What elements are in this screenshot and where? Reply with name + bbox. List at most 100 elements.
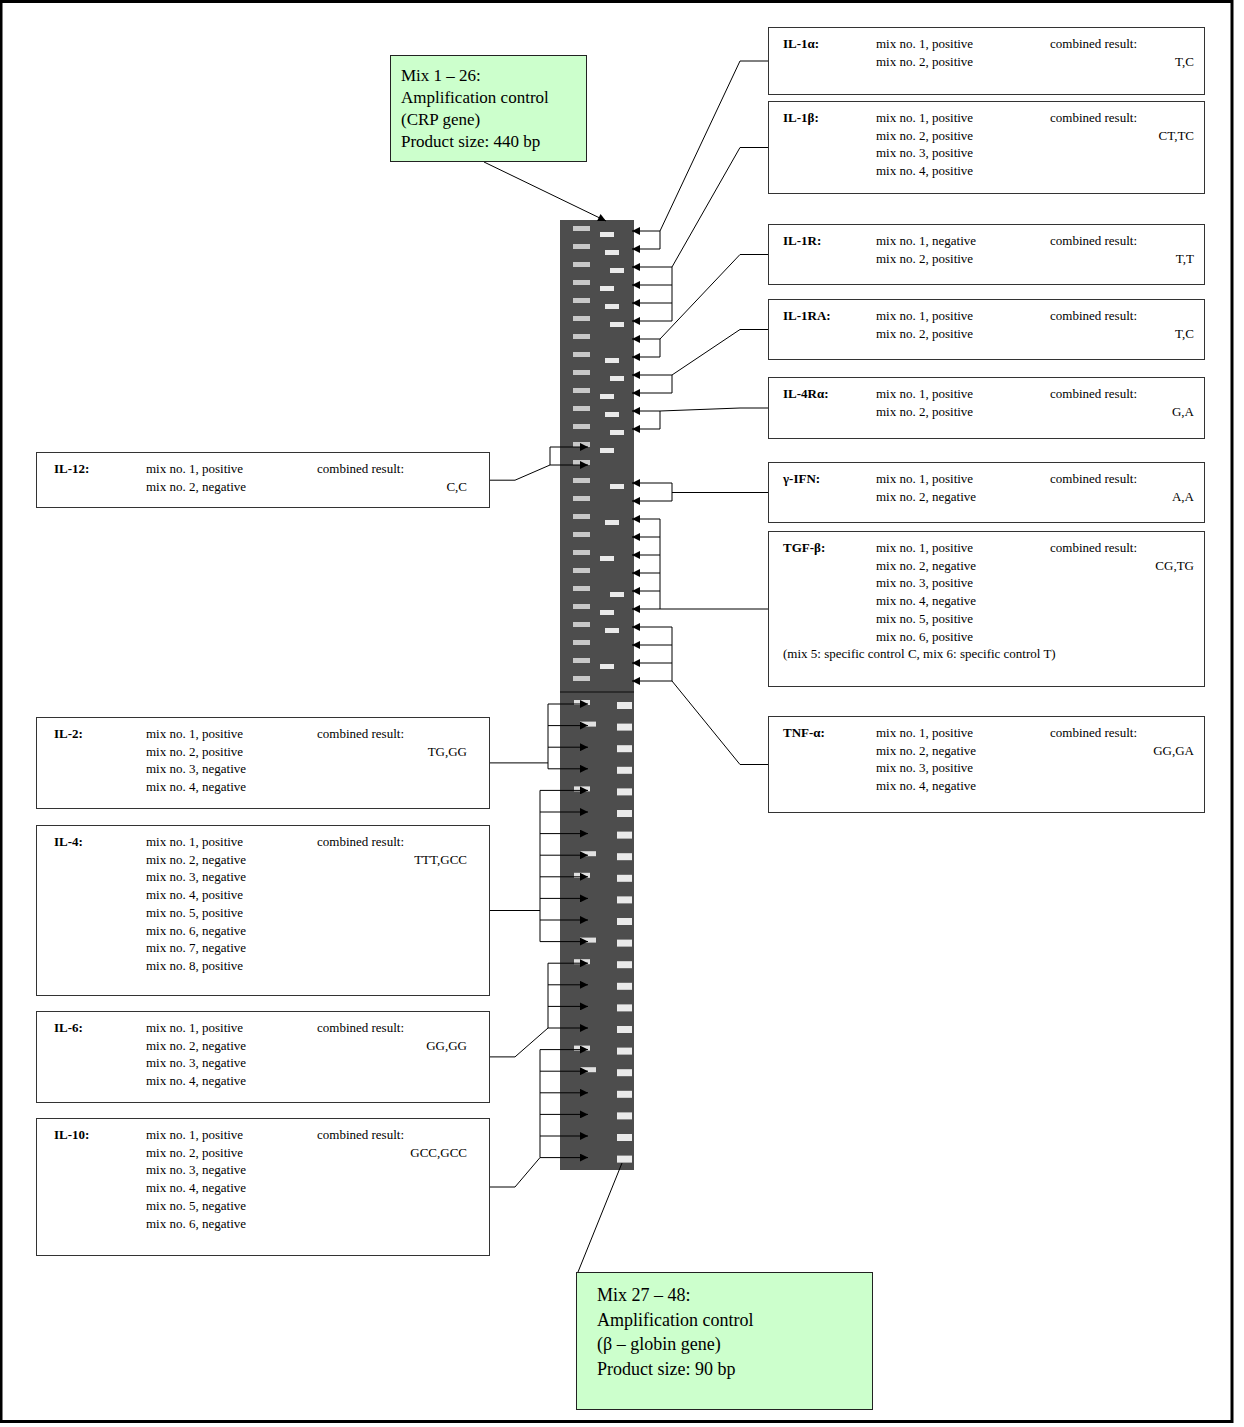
mix-result: mix no. 2, negative — [146, 851, 317, 869]
gel-band — [610, 484, 624, 489]
gene-name: IL-12: — [54, 460, 146, 478]
result-heading: combined result: — [1050, 470, 1194, 488]
leader-line — [540, 1049, 588, 1050]
gel-band — [600, 394, 614, 399]
mix-result: mix no. 4, negative — [146, 1072, 317, 1090]
gene-name: IL-2: — [54, 725, 146, 743]
note: (mix 5: specific control C, mix 6: speci… — [783, 645, 1194, 663]
leader-line — [540, 941, 588, 942]
control-label: Mix 27 – 48: — [597, 1283, 860, 1308]
gel-band — [617, 724, 632, 731]
gel-band — [617, 983, 632, 990]
gel-band — [617, 1048, 632, 1055]
gel-band — [605, 358, 619, 363]
leader-line — [632, 645, 672, 646]
mix-result: mix no. 5, positive — [876, 610, 1050, 628]
mix-result: mix no. 6, negative — [146, 922, 317, 940]
leader-line — [540, 1071, 588, 1072]
genotype-box: TGF-β:mix no. 1, positivemix no. 2, nega… — [768, 531, 1205, 687]
leader-line — [550, 465, 588, 466]
genotype-box: IL-1R:mix no. 1, negativemix no. 2, posi… — [768, 224, 1205, 285]
mix-result: mix no. 2, negative — [146, 478, 317, 496]
result-heading: combined result: — [1050, 109, 1194, 127]
leader-line — [540, 1157, 588, 1158]
leader-line — [540, 790, 588, 791]
leader-line — [632, 663, 672, 664]
gel-band — [605, 628, 619, 633]
leader-line — [548, 1006, 588, 1007]
gene-name: IL-1RA: — [783, 307, 876, 325]
gel-band — [573, 406, 590, 411]
genotype-result: T,C — [1175, 53, 1194, 71]
leader-line — [672, 627, 673, 681]
gene-name: IL-1β: — [783, 109, 876, 127]
leader-line — [548, 963, 549, 1028]
gel-band — [617, 788, 632, 795]
genotype-box: IL-2:mix no. 1, positivemix no. 2, posit… — [36, 717, 490, 809]
mix-result: mix no. 3, positive — [876, 144, 1050, 162]
leader-line — [548, 704, 588, 705]
leader-line — [672, 681, 768, 765]
gel-band — [605, 520, 619, 525]
leader-line — [672, 492, 768, 493]
gel-band — [573, 280, 590, 285]
gene-name: IL-1α: — [783, 35, 876, 53]
mix-result: mix no. 4, positive — [876, 162, 1050, 180]
genotype-result: T,C — [1175, 325, 1194, 343]
mix-result: mix no. 5, negative — [146, 1197, 317, 1215]
leader-line — [660, 408, 768, 411]
mix-result: mix no. 2, negative — [876, 557, 1050, 575]
mix-result: mix no. 1, positive — [146, 1019, 317, 1037]
genotype-box: IL-4:mix no. 1, positivemix no. 2, negat… — [36, 825, 490, 996]
leader-line — [632, 393, 672, 394]
gel-band — [605, 250, 619, 255]
genotype-result: GG,GG — [426, 1037, 467, 1055]
mix-result: mix no. 3, negative — [146, 868, 317, 886]
leader-line — [484, 162, 606, 221]
genotype-result: CG,TG — [1155, 557, 1194, 575]
gel-band — [573, 640, 590, 645]
mix-result: mix no. 2, positive — [876, 403, 1050, 421]
control-label: (CRP gene) — [401, 109, 576, 131]
leader-line — [632, 681, 672, 682]
leader-line — [490, 465, 550, 480]
mix-result: mix no. 1, positive — [876, 539, 1050, 557]
mix-result: mix no. 1, positive — [876, 109, 1050, 127]
gel-band — [617, 1004, 632, 1011]
control-label: Product size: 440 bp — [401, 131, 576, 153]
genotype-box: γ-IFN:mix no. 1, positivemix no. 2, nega… — [768, 462, 1205, 523]
leader-line — [672, 483, 673, 501]
gel-band — [617, 745, 632, 752]
leader-lines — [484, 61, 768, 1272]
leader-line — [540, 1114, 588, 1115]
leader-line — [540, 898, 588, 899]
gel-band — [573, 658, 590, 663]
leader-line — [632, 303, 672, 304]
genotype-box: IL-10:mix no. 1, positivemix no. 2, posi… — [36, 1118, 490, 1256]
gel-band — [617, 1156, 632, 1163]
gene-name: IL-4Rα: — [783, 385, 876, 403]
genotype-box: IL-12:mix no. 1, positivemix no. 2, nega… — [36, 452, 490, 508]
mix-result: mix no. 4, positive — [146, 886, 317, 904]
leader-line — [672, 375, 673, 393]
leader-line — [490, 1158, 540, 1187]
gel-band — [617, 767, 632, 774]
leader-line — [550, 447, 588, 448]
gene-name: TGF-β: — [783, 539, 876, 557]
gel-band — [573, 478, 590, 483]
leader-line — [660, 231, 661, 249]
mix-result: mix no. 1, positive — [146, 1126, 317, 1144]
mix-result: mix no. 3, positive — [876, 574, 1050, 592]
mix-result: mix no. 3, negative — [146, 760, 317, 778]
result-heading: combined result: — [317, 833, 467, 851]
genotype-result: A,A — [1172, 488, 1194, 506]
control-label: Amplification control — [401, 87, 576, 109]
gel-band — [600, 610, 614, 615]
mix-result: mix no. 1, negative — [876, 232, 1050, 250]
gel-band — [610, 592, 624, 597]
leader-line — [548, 1028, 588, 1029]
mix-result: mix no. 2, negative — [876, 742, 1050, 760]
result-heading: combined result: — [1050, 307, 1194, 325]
gel-band — [573, 532, 590, 537]
mix-result: mix no. 2, negative — [146, 1037, 317, 1055]
